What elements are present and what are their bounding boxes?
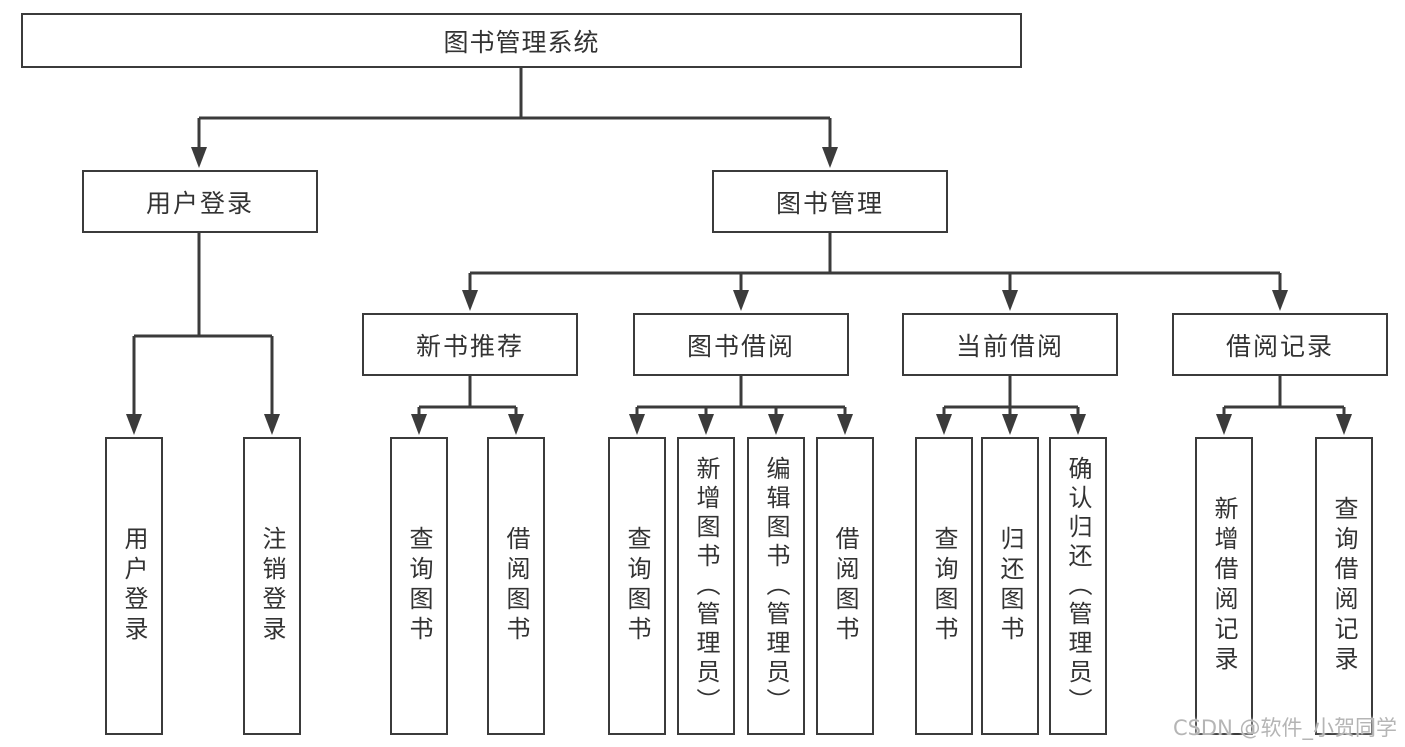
csdn-watermark: CSDN @软件_小贺同学 xyxy=(1172,716,1397,740)
node-root: 图书管理系统 xyxy=(21,13,1022,68)
node-current-borrow: 当前借阅 xyxy=(902,313,1118,376)
leaf-borrow-edit-book: 编辑图书（管理员） xyxy=(747,437,805,735)
leaf-user-login: 用户登录 xyxy=(105,437,163,735)
leaf-current-query-book: 查询图书 xyxy=(915,437,973,735)
node-new-book-recommend: 新书推荐 xyxy=(362,313,578,376)
leaf-borrow-borrow-book: 借阅图书 xyxy=(816,437,874,735)
node-borrow-records: 借阅记录 xyxy=(1172,313,1388,376)
node-user-login: 用户登录 xyxy=(82,170,318,233)
node-book-borrow: 图书借阅 xyxy=(633,313,849,376)
leaf-newbook-query-book: 查询图书 xyxy=(390,437,448,735)
leaf-newbook-borrow-book: 借阅图书 xyxy=(487,437,545,735)
leaf-records-query-record: 查询借阅记录 xyxy=(1315,437,1373,735)
leaf-records-add-record: 新增借阅记录 xyxy=(1195,437,1253,735)
leaf-borrow-query-book: 查询图书 xyxy=(608,437,666,735)
leaf-current-return-book: 归还图书 xyxy=(981,437,1039,735)
leaf-logout-login: 注销登录 xyxy=(243,437,301,735)
node-book-management: 图书管理 xyxy=(712,170,948,233)
leaf-current-confirm-return: 确认归还（管理员） xyxy=(1049,437,1107,735)
leaf-borrow-add-book: 新增图书（管理员） xyxy=(677,437,735,735)
